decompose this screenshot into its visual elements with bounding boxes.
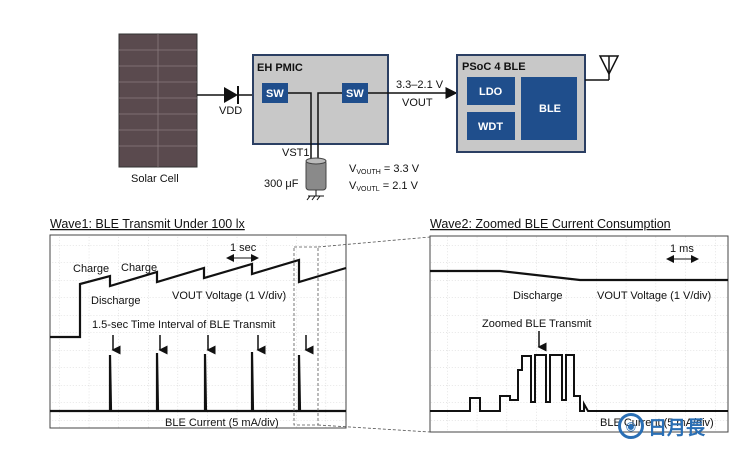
wave2-discharge-label: Discharge [513,290,563,302]
antenna-icon [585,55,620,81]
ldo-label: LDO [479,86,503,98]
solar-cell [118,33,198,168]
ble-block [521,77,577,140]
pmic-title: EH PMIC [257,62,303,74]
ldo-block [467,77,515,105]
vdd-label: VDD [219,105,242,117]
wave1-interval-label: 1.5-sec Time Interval of BLE Transmit [92,319,275,331]
sw-label-2: SW [346,88,364,100]
wave2-current-trace [430,354,728,412]
voutl-annotation: VVOUTL = 2.1 V [349,180,419,193]
wave1-vout-trace [50,258,347,339]
solar-cell-label: Solar Cell [131,173,179,185]
vouth-annotation: VVOUTH = 3.3 V [349,163,420,176]
cap-label: 300 μF [264,178,299,190]
wave1-vout-label: VOUT Voltage (1 V/div) [172,290,286,302]
capacitor-icon [305,157,327,201]
vst1-label: VST1 [282,147,310,159]
wdt-block [467,112,515,140]
diode-icon [224,86,239,104]
watermark: ◉ 日月長 [618,408,705,444]
sw-label-1: SW [266,88,284,100]
wave1-transmit-markers [111,335,314,355]
wave1-current-trace [50,351,346,413]
zoom-region [293,236,431,433]
wave2-vout-trace [430,269,728,282]
wave2-vout-label: VOUT Voltage (1 V/div) [597,290,711,302]
voltage-range-label: 3.3–2.1 V [396,79,444,91]
wave2-transmit-label: Zoomed BLE Transmit [482,318,591,330]
wave1-charge-label-1: Charge [73,263,109,275]
wave1-title: Wave1: BLE Transmit Under 100 lx [50,217,246,231]
psoc-title: PSoC 4 BLE [462,61,526,73]
ble-label: BLE [539,103,561,115]
vst1-wires [288,92,342,160]
circle-logo-icon: ◉ [618,413,644,439]
wave1-charge-label-2: Charge [121,262,157,274]
wave1-scope [49,234,347,429]
sw-block-2 [342,83,368,103]
sw-block-1 [262,83,288,103]
wave2-time-scale-label: 1 ms [670,243,694,255]
wave2-title: Wave2: Zoomed BLE Current Consumption [430,217,671,231]
vout-label: VOUT [402,97,433,109]
wdt-label: WDT [478,121,503,133]
watermark-text: 日月長 [648,416,706,439]
wave1-discharge-label: Discharge [91,295,141,307]
wave1-current-label: BLE Current (5 mA/div) [165,417,279,429]
wave1-time-scale-label: 1 sec [230,242,257,254]
